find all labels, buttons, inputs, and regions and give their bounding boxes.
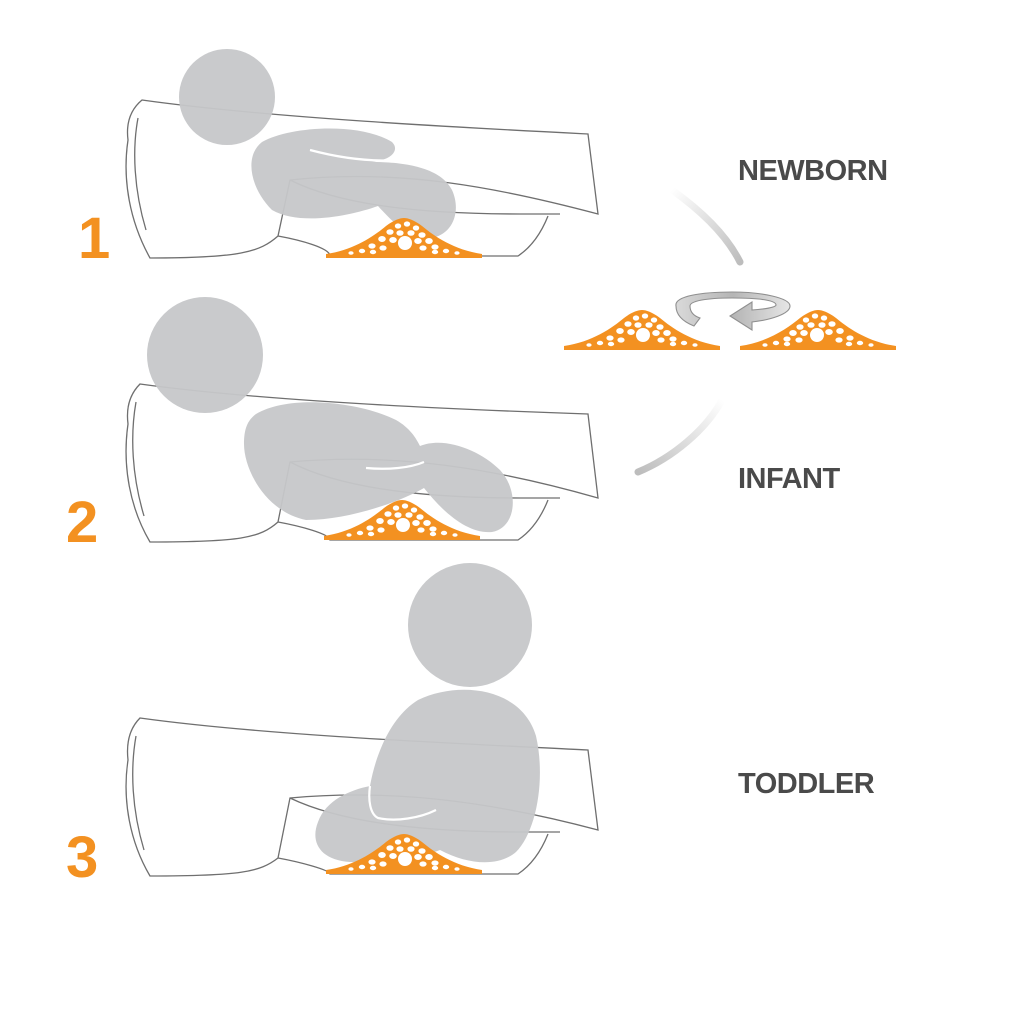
arm-contour [368,785,437,821]
stage-label: TODDLER [738,768,875,800]
body-shape [315,689,540,863]
stage-label: INFANT [738,463,841,495]
arm-contour [365,460,425,470]
head-shape [179,49,275,145]
support-pad-icon [326,218,482,258]
step-1-newborn: 1 NEWBORN [78,49,888,271]
stage-label: NEWBORN [738,155,888,187]
body-shape [251,128,456,238]
head-shape [147,297,263,413]
arm-contour [309,148,401,162]
step-2-infant: 2 INFANT [66,297,841,555]
arc-connector-bottom [634,396,726,476]
newborn-figure [179,49,456,238]
toddler-figure [315,563,540,863]
infant-figure [147,297,513,533]
circular-arrow-icon [675,291,791,332]
step-number: 2 [66,490,98,555]
step-3-toddler: 3 TODDLER [66,563,875,890]
arc-connector-top [668,186,744,266]
body-shape [244,402,513,533]
head-shape [408,563,532,687]
pad-rotation-inset [564,186,896,476]
step-number: 1 [78,206,110,271]
step-number: 3 [66,825,98,890]
